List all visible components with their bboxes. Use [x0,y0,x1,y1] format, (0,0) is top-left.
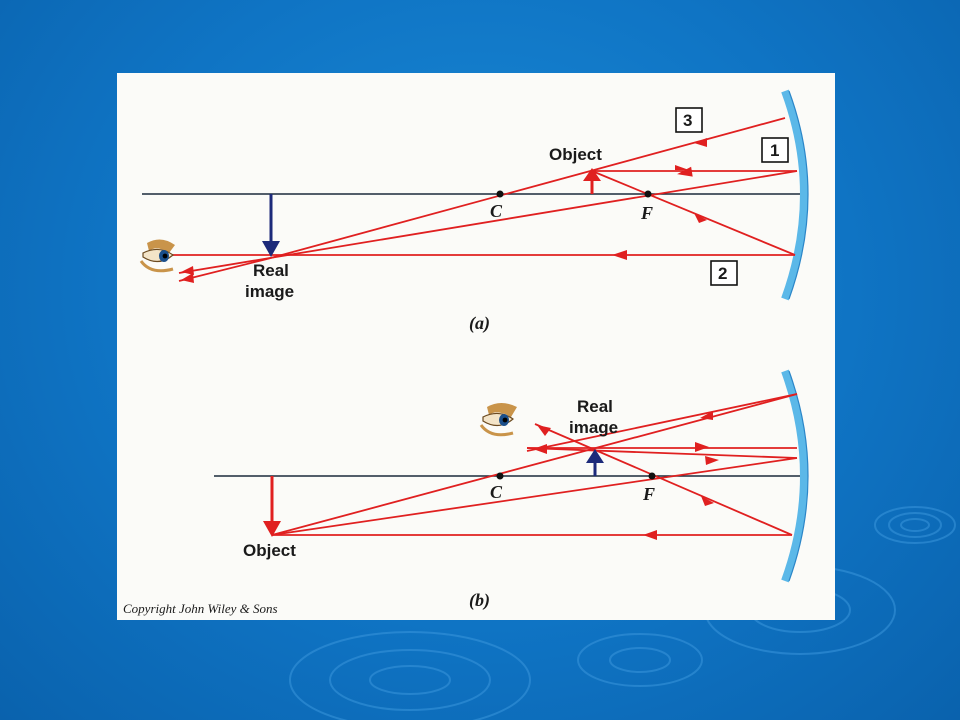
image-label-b-line2: image [569,418,618,437]
object-label-b: Object [243,541,296,560]
c-label-b: C [490,482,503,502]
image-label-b-line1: Real [577,397,613,416]
point-f-b [648,472,656,480]
mirror-b [781,369,808,583]
image-label-a-line2: image [245,282,294,301]
eye-icon [479,403,517,437]
object-label-a: Object [549,145,602,164]
point-c-a [496,190,504,198]
point-f-a [644,190,652,198]
diagram-panel: Object Real image C F 3 1 2 (a) [117,73,835,620]
point-c-b [496,472,504,480]
diagram-b: Real image Object C F (b) [214,369,809,611]
f-label-b: F [642,484,655,504]
svg-text:3: 3 [683,111,692,130]
ray-label-2: 2 [710,260,738,286]
caption-a: (a) [469,313,490,334]
ray-label-1: 1 [761,137,789,163]
diagram-a: Object Real image C F 3 1 2 (a) [139,89,809,334]
mirror-a [781,89,808,301]
f-label-a: F [640,203,653,223]
svg-text:1: 1 [770,141,779,160]
image-label-a-line1: Real [253,261,289,280]
caption-b: (b) [469,590,490,611]
copyright-text: Copyright John Wiley & Sons [123,601,278,616]
c-label-a: C [490,201,503,221]
svg-text:2: 2 [718,264,727,283]
eye-icon [139,239,175,273]
concave-mirror-diagrams: Object Real image C F 3 1 2 (a) [123,89,809,616]
ray-label-3: 3 [675,107,703,133]
